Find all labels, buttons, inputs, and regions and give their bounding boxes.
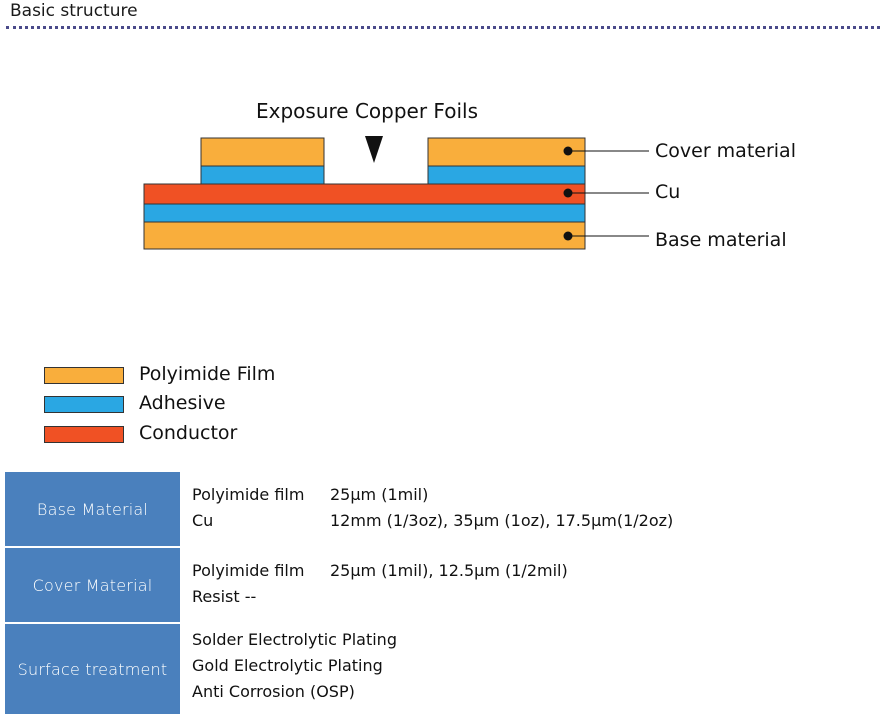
base-adhesive-layer <box>143 203 586 223</box>
spec-line-label: Gold Electrolytic Plating <box>192 656 383 675</box>
legend-item-conductor: Conductor <box>44 421 344 445</box>
spec-line-value: 25μm (1mil) <box>330 485 429 504</box>
cover-polyimide-right <box>427 137 586 167</box>
legend-label: Adhesive <box>139 392 226 414</box>
legend-item-polyimide: Polyimide Film <box>44 362 344 386</box>
base-material-label: Base material <box>655 229 787 251</box>
spec-line-label: Cu <box>192 511 214 530</box>
cover-polyimide-left <box>200 137 325 167</box>
spec-row-header: Base Material <box>5 472 180 546</box>
cover-adhesive-left <box>200 165 325 185</box>
cover-adhesive-right <box>427 165 586 185</box>
exposure-caption: Exposure Copper Foils <box>256 99 478 123</box>
cover-material-label: Cover material <box>655 140 796 162</box>
cu-label: Cu <box>655 181 680 203</box>
spec-row-base-material: Base Material Polyimide film 25μm (1mil)… <box>5 472 881 546</box>
spec-row-header: Surface treatment <box>5 624 180 714</box>
legend-swatch <box>44 367 124 384</box>
dotted-divider <box>6 26 880 29</box>
legend-label: Polyimide Film <box>139 363 276 385</box>
spec-line-label: Solder Electrolytic Plating <box>192 630 397 649</box>
spec-row-header: Cover Material <box>5 548 180 622</box>
section-title: Basic structure <box>10 1 138 21</box>
legend-swatch <box>44 426 124 443</box>
legend-item-adhesive: Adhesive <box>44 391 344 415</box>
spec-row-surface-treatment: Surface treatment Solder Electrolytic Pl… <box>5 624 881 714</box>
spec-line-label: Resist -- <box>192 587 257 606</box>
base-polyimide-layer <box>143 221 586 250</box>
layer-stack-diagram: Exposure Copper Foils Cover material Cu … <box>143 99 796 251</box>
legend-swatch <box>44 396 124 413</box>
exposure-arrow-icon <box>365 136 383 163</box>
legend-label: Conductor <box>139 422 238 444</box>
spec-line-value: 25μm (1mil), 12.5μm (1/2mil) <box>330 561 568 580</box>
spec-line-label: Polyimide film <box>192 485 305 504</box>
copper-layer <box>143 183 586 205</box>
spec-line-label: Polyimide film <box>192 561 305 580</box>
spec-line-label: Anti Corrosion (OSP) <box>192 682 355 701</box>
spec-row-cover-material: Cover Material Polyimide film 25μm (1mil… <box>5 548 881 622</box>
spec-line-value: 12mm (1/3oz), 35μm (1oz), 17.5μm(1/2oz) <box>330 511 674 530</box>
